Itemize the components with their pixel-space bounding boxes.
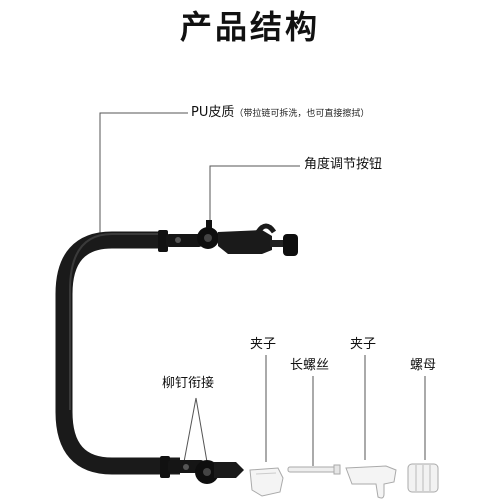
leader-line-pu-leather bbox=[99, 112, 188, 236]
bottom-leather-end-cap bbox=[160, 456, 170, 478]
leader-line-rivet-joint bbox=[183, 397, 208, 463]
callout-clip-2: 夹子 bbox=[350, 338, 376, 351]
clip-part-1 bbox=[249, 467, 284, 497]
top-tightening-knob bbox=[283, 234, 298, 256]
callout-angle-button: 角度调节按钮 bbox=[304, 158, 382, 171]
bottom-clamp bbox=[214, 462, 244, 478]
padded-arm-bar bbox=[55, 231, 180, 475]
callout-angle-button-label: 角度调节按钮 bbox=[304, 157, 383, 172]
accessory-parts bbox=[249, 463, 439, 499]
callout-rivet-joint-label: 柳钉衔接 bbox=[162, 376, 215, 391]
callout-clip-1: 夹子 bbox=[250, 338, 276, 351]
callout-pu-leather-label: PU皮质 bbox=[191, 105, 235, 120]
callout-long-screw: 长螺丝 bbox=[290, 359, 329, 372]
clip-part-1-edge bbox=[255, 472, 277, 475]
armrest-product bbox=[55, 220, 298, 484]
callout-clip-2-label: 夹子 bbox=[350, 337, 377, 352]
leader-lines bbox=[99, 112, 426, 466]
top-clamp-hook bbox=[255, 223, 277, 234]
padding-highlight bbox=[69, 233, 160, 410]
callout-nut-label: 螺母 bbox=[410, 358, 437, 373]
top-leather-end-cap bbox=[158, 230, 168, 252]
callout-pu-leather: PU皮质（带拉链可拆洗，也可直接擦拭） bbox=[191, 106, 369, 119]
callout-pu-leather-note: （带拉链可拆洗，也可直接擦拭） bbox=[234, 109, 370, 119]
top-screw-shaft bbox=[270, 240, 284, 247]
top-connector-rod bbox=[166, 234, 202, 247]
long-screw-part bbox=[287, 466, 339, 473]
callout-clip-1-label: 夹子 bbox=[250, 337, 277, 352]
callout-rivet-joint: 柳钉衔接 bbox=[162, 377, 214, 390]
page-title: 产品结构 bbox=[179, 8, 320, 46]
clip-part-2 bbox=[345, 465, 397, 499]
top-rivet bbox=[175, 237, 181, 243]
top-clamp bbox=[218, 230, 272, 254]
bottom-joint-knob-center bbox=[203, 468, 211, 476]
callout-long-screw-label: 长螺丝 bbox=[290, 358, 330, 373]
bottom-rivet bbox=[183, 464, 189, 470]
angle-button-stem bbox=[206, 220, 212, 228]
leader-line-angle-button bbox=[209, 165, 300, 222]
callout-nut: 螺母 bbox=[410, 359, 436, 372]
long-screw-head bbox=[333, 464, 341, 475]
angle-adjust-button-center bbox=[204, 234, 212, 242]
